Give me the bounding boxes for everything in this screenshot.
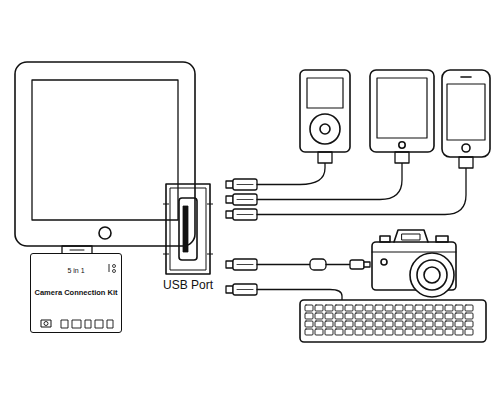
- ipad-large: [15, 62, 195, 254]
- camera: [372, 230, 456, 297]
- usb-cables: [226, 152, 473, 300]
- ipod-classic: [300, 70, 350, 152]
- iphone: [442, 70, 490, 157]
- usb-port: USB Port: [158, 181, 218, 305]
- keyboard: [300, 300, 486, 342]
- device-label: USB Port: [163, 279, 213, 292]
- model-label: 5 in 1: [67, 267, 84, 275]
- ipad-small: [370, 70, 434, 152]
- device-label: Camera Connection Kit: [35, 289, 118, 297]
- adapter-box: 5 in 1 Camera Connection Kit: [30, 253, 122, 333]
